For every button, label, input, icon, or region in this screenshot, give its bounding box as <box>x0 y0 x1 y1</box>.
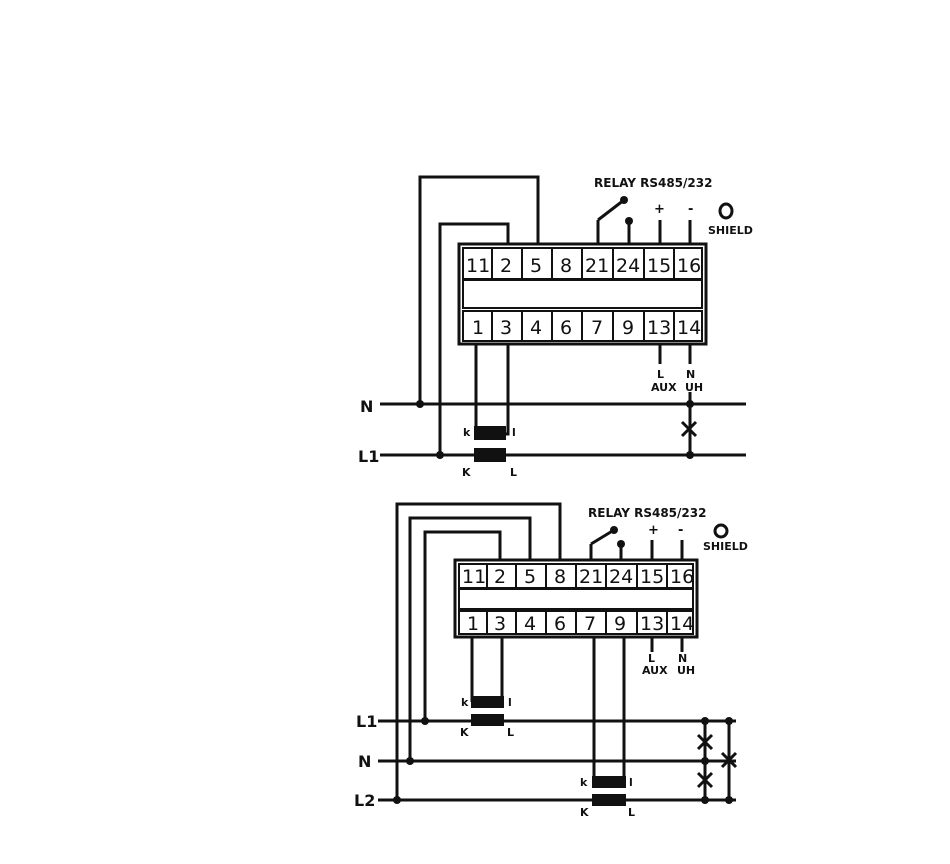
terminal-5-b: 5 <box>524 566 536 588</box>
shield-icon <box>720 204 732 218</box>
terminal-14-b: 14 <box>670 613 694 635</box>
diagram-single-phase: RELAY RS485/232 + - SHIELD <box>358 176 753 479</box>
uh-label-2: UH <box>677 664 695 677</box>
ct-l-big-label: L <box>510 466 517 479</box>
line-l1-label: L1 <box>358 447 379 466</box>
wire-terminal-5-to-n <box>420 177 538 404</box>
relay-rs485-header-2: RELAY RS485/232 <box>588 506 706 520</box>
current-transformer-primary <box>474 448 506 462</box>
current-transformer-1-primary <box>471 714 504 726</box>
aux-l-label: L <box>657 368 664 381</box>
ct2-k-big-label: K <box>580 806 589 819</box>
aux-label: AUX <box>651 381 677 394</box>
terminal-8: 8 <box>560 255 572 277</box>
terminal-11-b: 11 <box>462 566 486 588</box>
ct-l-small-label: l <box>512 426 516 439</box>
terminal-5: 5 <box>530 255 542 277</box>
shield-label: SHIELD <box>708 224 753 237</box>
diagram-two-phase: RELAY RS485/232 + - SHIELD 11 2 5 <box>354 504 748 819</box>
terminal-24-b: 24 <box>609 566 633 588</box>
top-terminal-row-2: 11 2 5 8 21 24 15 16 <box>459 564 694 588</box>
minus-sign-2: - <box>678 523 683 538</box>
ct2-l-small-label: l <box>629 776 633 789</box>
ct1-l-small-label: l <box>508 696 512 709</box>
aux-n-label: N <box>686 368 695 381</box>
terminal-16: 16 <box>677 255 701 277</box>
ct1-k-big-label: K <box>460 726 469 739</box>
ct2-k-small-label: k <box>580 776 588 789</box>
terminal-9-b: 9 <box>614 613 626 635</box>
wire-terminal-8-to-l2 <box>397 504 560 800</box>
terminal-11: 11 <box>466 255 490 277</box>
line-l2-label: L2 <box>354 791 375 810</box>
aux-label-2: AUX <box>642 664 668 677</box>
terminal-14: 14 <box>677 317 701 339</box>
terminal-7: 7 <box>591 317 603 339</box>
terminal-15: 15 <box>647 255 671 277</box>
shield-icon-2 <box>715 525 727 537</box>
ct1-l-big-label: L <box>507 726 514 739</box>
terminal-2-b: 2 <box>494 566 506 588</box>
current-transformer-2-secondary <box>592 776 626 788</box>
bottom-terminal-row-2: 1 3 4 6 7 9 13 14 <box>459 611 694 635</box>
terminal-4: 4 <box>530 317 542 339</box>
wire-terminal-5-to-n <box>410 518 530 761</box>
shield-label-2: SHIELD <box>703 540 748 553</box>
plus-sign: + <box>654 202 665 217</box>
terminal-3: 3 <box>500 317 512 339</box>
terminal-13: 13 <box>647 317 671 339</box>
terminal-16-b: 16 <box>670 566 694 588</box>
line-l1-label-2: L1 <box>356 712 377 731</box>
ct-k-small-label: k <box>463 426 471 439</box>
terminal-1: 1 <box>472 317 484 339</box>
bottom-terminal-row: 1 3 4 6 7 9 13 14 <box>463 311 702 341</box>
terminal-4-b: 4 <box>524 613 536 635</box>
uh-label: UH <box>685 381 703 394</box>
ct1-k-small-label: k <box>461 696 469 709</box>
terminal-7-b: 7 <box>584 613 596 635</box>
top-terminal-row: 11 2 5 8 21 24 15 16 <box>463 248 702 279</box>
relay-contact-symbol <box>598 196 633 244</box>
terminal-21: 21 <box>585 255 609 277</box>
relay-contact-symbol-2 <box>591 526 625 560</box>
terminal-6-b: 6 <box>554 613 566 635</box>
current-transformer-secondary <box>474 426 506 440</box>
terminal-2: 2 <box>500 255 512 277</box>
terminal-8-b: 8 <box>554 566 566 588</box>
terminal-15-b: 15 <box>640 566 664 588</box>
terminal-3-b: 3 <box>494 613 506 635</box>
terminal-9: 9 <box>622 317 634 339</box>
terminal-1-b: 1 <box>467 613 479 635</box>
ct2-l-big-label: L <box>628 806 635 819</box>
plus-sign-2: + <box>648 523 659 538</box>
current-transformer-1-secondary <box>471 696 504 708</box>
ct-k-big-label: K <box>462 466 471 479</box>
line-n-label: N <box>360 397 373 416</box>
relay-rs485-header: RELAY RS485/232 <box>594 176 712 190</box>
current-transformer-2-primary <box>592 794 626 806</box>
minus-sign: - <box>688 202 693 217</box>
line-n-label-2: N <box>358 752 371 771</box>
terminal-24: 24 <box>616 255 640 277</box>
terminal-6: 6 <box>560 317 572 339</box>
terminal-21-b: 21 <box>579 566 603 588</box>
terminal-13-b: 13 <box>640 613 664 635</box>
